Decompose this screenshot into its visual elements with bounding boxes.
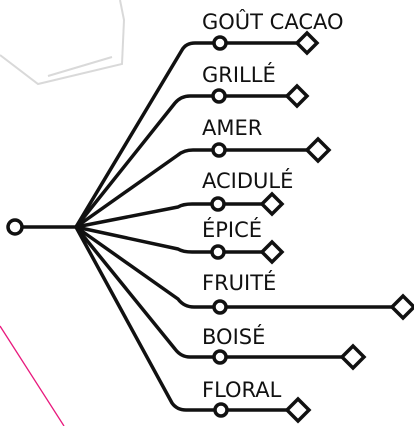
decorative-hexagon	[0, 0, 126, 86]
branch-6: FRUITÉ	[74, 225, 414, 321]
branch-3: AMER	[74, 116, 332, 229]
pink-accent-line	[0, 325, 65, 426]
branch-7: BOISÉ	[74, 225, 367, 371]
branch-5: ÉPICÉ	[74, 217, 285, 265]
branch-8: FLORAL	[74, 225, 312, 424]
branch-label-5: ÉPICÉ	[202, 217, 262, 242]
branch-label-4: ACIDULÉ	[202, 168, 293, 193]
branch-2: GRILLÉ	[74, 62, 310, 229]
branch-label-3: AMER	[202, 116, 262, 140]
branch-label-8: FLORAL	[202, 378, 282, 402]
branch-4: ACIDULÉ	[74, 168, 293, 229]
branch-label-7: BOISÉ	[202, 324, 265, 349]
branch-1: GOÛT CACAO	[74, 9, 344, 229]
branch-label-2: GRILLÉ	[202, 62, 276, 87]
branch-label-1: GOÛT CACAO	[202, 9, 344, 34]
branch-label-6: FRUITÉ	[202, 270, 276, 295]
root-node	[6, 218, 24, 236]
